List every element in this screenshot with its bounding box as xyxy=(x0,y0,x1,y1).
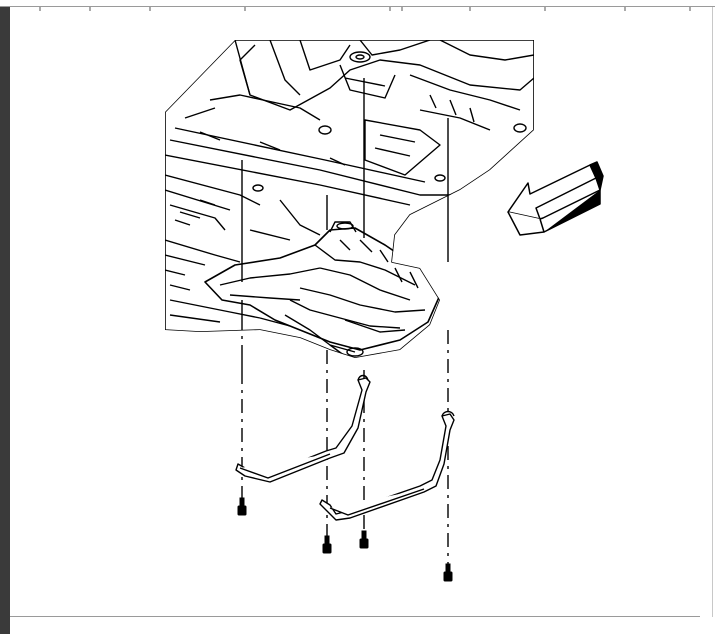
strap-bolt xyxy=(237,497,453,582)
right-border xyxy=(712,7,713,617)
front-tank-strap xyxy=(235,374,371,483)
left-frame-bar xyxy=(0,7,10,634)
bottom-border xyxy=(10,616,700,617)
direction-arrow xyxy=(507,161,604,236)
vehicle-underbody xyxy=(165,40,534,358)
top-edge-ticks xyxy=(0,0,715,11)
top-border xyxy=(0,6,715,7)
rear-tank-strap xyxy=(319,410,455,521)
